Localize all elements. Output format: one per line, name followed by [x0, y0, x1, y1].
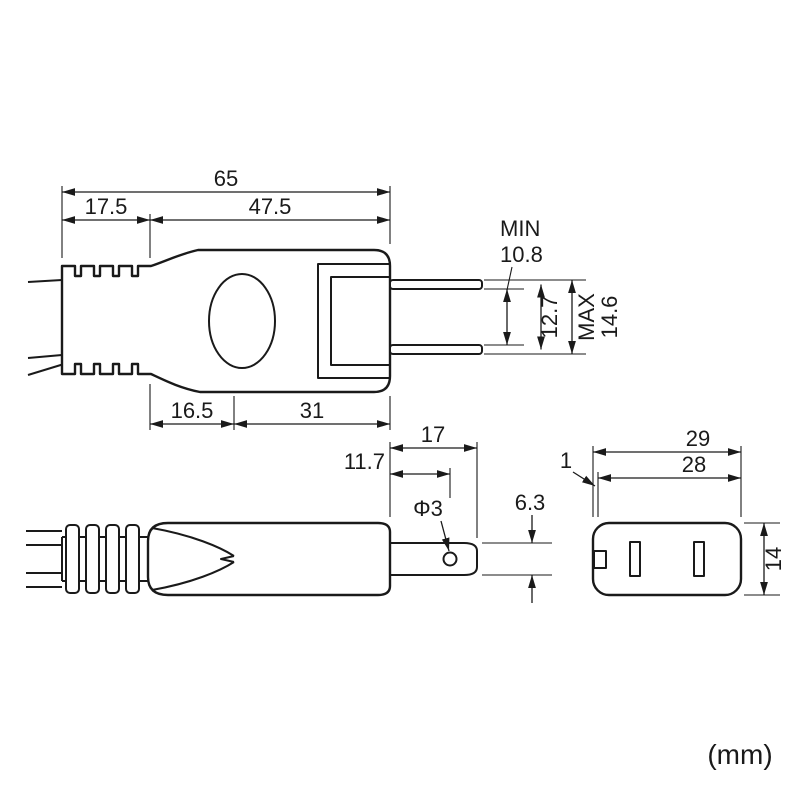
cable-line-bottom [27, 354, 63, 359]
dim-inner-width: 28 [682, 452, 706, 477]
dim-overall-length: 65 [214, 166, 238, 191]
pin-housing-outer [317, 263, 390, 379]
dim-pin-gap-min-label: MIN [500, 216, 540, 241]
leader-line-hole [440, 520, 450, 552]
pin-top-view [390, 542, 478, 576]
dim-boot-length: 17.5 [85, 194, 128, 219]
dim-pin-pitch: 12.7 [537, 296, 562, 339]
pin-spacing-dimensions: MIN 10.8 12.7 MAX 14.6 [484, 216, 622, 355]
leader-line-edge [572, 471, 596, 487]
unit-note: (mm) [707, 739, 772, 770]
body-parting-notch [220, 555, 235, 563]
pin-top [389, 279, 483, 290]
dim-pin-gap-min: 10.8 [500, 242, 543, 267]
pin-housing-inner [330, 276, 390, 366]
pin-slot-right [693, 541, 705, 577]
dim-body-length: 47.5 [249, 194, 292, 219]
dim-pin-width: 6.3 [515, 490, 546, 515]
dim-hole-diameter: Φ3 [413, 496, 443, 521]
side-view-dimensions-bottom: 16.5 31 [149, 384, 391, 430]
boot-rib [125, 524, 140, 594]
dim-pin-length: 17 [421, 422, 445, 447]
dim-body-width: 29 [686, 426, 710, 451]
dim-body-rear-length: 31 [300, 398, 324, 423]
boot-rib [105, 524, 120, 594]
boot-rib [65, 524, 80, 594]
cable-line-top [27, 279, 63, 283]
dim-pin-span-max-label: MAX [574, 293, 599, 341]
pin-bottom [389, 344, 483, 355]
body-parting-line-lower [151, 561, 235, 591]
plug-face [591, 521, 743, 597]
plug-body-outline [60, 248, 392, 394]
body-parting-line-upper [151, 527, 235, 557]
top-view: 17 11.7 Φ3 6.3 [26, 422, 552, 603]
leader-line-pin-gap-min [506, 266, 513, 291]
pin-slot-left [629, 541, 641, 577]
dim-body-front-length: 16.5 [171, 398, 214, 423]
front-view: 29 28 1 14 [560, 426, 786, 597]
side-notch [593, 550, 607, 569]
dim-hole-offset: 11.7 [344, 449, 385, 474]
front-view-dimensions: 29 28 1 14 [560, 426, 786, 596]
top-view-dimensions: 17 11.7 Φ3 6.3 [344, 422, 552, 603]
side-view: 65 17.5 47.5 16.5 31 MIN 10 [27, 166, 622, 430]
dim-body-height: 14 [761, 547, 786, 571]
body-oval-emboss [208, 273, 276, 369]
pin-hole [442, 551, 458, 567]
side-view-dimensions-top: 65 17.5 47.5 [61, 166, 391, 258]
dim-pin-span-max: 14.6 [597, 296, 622, 339]
plug-body-top-view [146, 521, 392, 597]
dim-edge-thickness: 1 [560, 448, 572, 473]
cable-line-lower [27, 363, 65, 376]
boot-rib [85, 524, 100, 594]
